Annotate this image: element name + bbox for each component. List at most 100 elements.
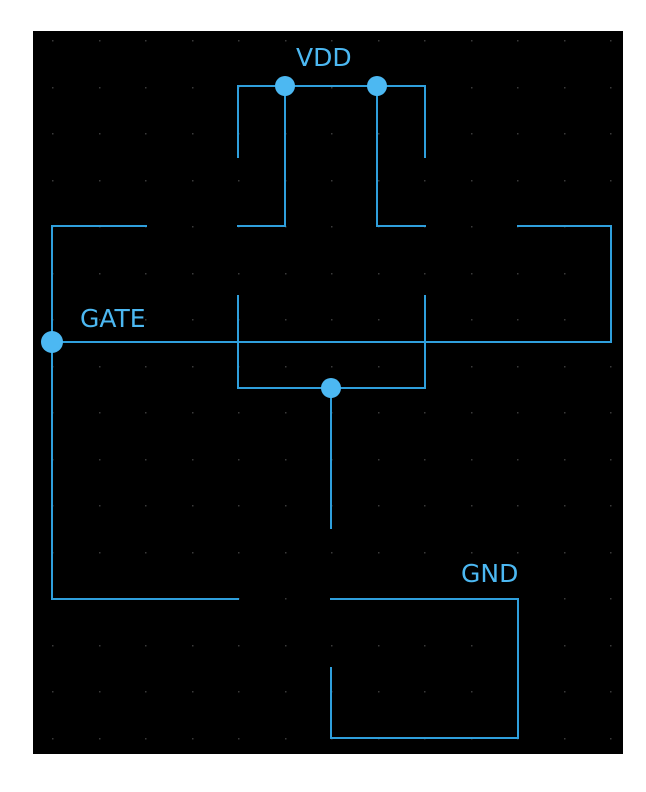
grid-dot [99, 273, 101, 275]
grid-dot [564, 366, 566, 368]
grid-dot [192, 319, 194, 321]
grid-dot [145, 552, 147, 554]
net-label-gnd[interactable]: GND [461, 559, 518, 588]
grid-dot [99, 180, 101, 182]
grid-dot [238, 645, 240, 647]
grid-dot [610, 412, 612, 414]
grid-dot [610, 40, 612, 42]
grid-dot [331, 180, 333, 182]
grid-dot [517, 87, 519, 89]
grid-dot [145, 319, 147, 321]
grid-dot [238, 738, 240, 740]
grid-dot [471, 319, 473, 321]
grid-dot [192, 738, 194, 740]
net-label-vdd[interactable]: VDD [296, 43, 352, 72]
grid-dot [331, 226, 333, 228]
grid-dot [99, 645, 101, 647]
grid-dot [378, 133, 380, 135]
grid-dot [564, 598, 566, 600]
wire-gnd-box[interactable] [330, 598, 519, 739]
grid-dot [564, 319, 566, 321]
grid-dot [517, 505, 519, 507]
grid-dot [471, 87, 473, 89]
grid-dot [52, 87, 54, 89]
grid-dot [424, 40, 426, 42]
grid-dot [192, 133, 194, 135]
grid-dot [192, 412, 194, 414]
grid-dot [238, 180, 240, 182]
grid-dot [610, 645, 612, 647]
grid-dot [285, 273, 287, 275]
grid-dot [610, 552, 612, 554]
junction-gate[interactable] [41, 331, 63, 353]
grid-dot [99, 366, 101, 368]
grid-dot [610, 738, 612, 740]
grid-dot [610, 459, 612, 461]
wire-right-drain-bracket[interactable] [376, 85, 426, 227]
wire-left-drain-bracket[interactable] [237, 85, 286, 227]
grid-dot [145, 738, 147, 740]
grid-dot [99, 87, 101, 89]
grid-dot [285, 552, 287, 554]
grid-dot [471, 412, 473, 414]
net-label-gate[interactable]: GATE [80, 304, 146, 333]
grid-dot [378, 645, 380, 647]
grid-dot [331, 645, 333, 647]
grid-dot [285, 319, 287, 321]
grid-dot [285, 412, 287, 414]
grid-dot [610, 598, 612, 600]
grid-dot [331, 133, 333, 135]
grid-dot [145, 691, 147, 693]
grid-dot [378, 180, 380, 182]
grid-dot [424, 273, 426, 275]
wire-vdd-bracket[interactable] [237, 85, 426, 158]
grid-dot [145, 133, 147, 135]
grid-dot [331, 319, 333, 321]
grid-dot [517, 40, 519, 42]
grid-dot [610, 87, 612, 89]
grid-dot [99, 738, 101, 740]
grid-dot [99, 459, 101, 461]
grid-dot [564, 691, 566, 693]
grid-dot [471, 273, 473, 275]
grid-dot [331, 87, 333, 89]
grid-dot [192, 552, 194, 554]
grid-dot [192, 226, 194, 228]
grid-dot [145, 366, 147, 368]
grid-dot [564, 459, 566, 461]
grid-dot [517, 319, 519, 321]
grid-dot [471, 691, 473, 693]
grid-dot [238, 459, 240, 461]
junction-center[interactable] [321, 378, 341, 398]
grid-dot [331, 366, 333, 368]
grid-dot [471, 226, 473, 228]
grid-dot [52, 133, 54, 135]
grid-dot [610, 133, 612, 135]
grid-dot [424, 459, 426, 461]
wire-right-gate-rail[interactable] [517, 225, 612, 343]
grid-dot [145, 180, 147, 182]
grid-dot [424, 412, 426, 414]
grid-dot [99, 505, 101, 507]
junction-vdd-right[interactable] [367, 76, 387, 96]
grid-dot [331, 40, 333, 42]
grid-dot [564, 412, 566, 414]
grid-dot [145, 40, 147, 42]
grid-dot [610, 505, 612, 507]
wire-left-gate-rail[interactable] [51, 225, 239, 600]
grid-dot [564, 40, 566, 42]
grid-dot [192, 87, 194, 89]
grid-dot [285, 645, 287, 647]
grid-dot [145, 87, 147, 89]
grid-dot [564, 87, 566, 89]
grid-dot [99, 552, 101, 554]
grid-dot [192, 273, 194, 275]
grid-dot [192, 40, 194, 42]
grid-dot [285, 366, 287, 368]
grid-dot [517, 412, 519, 414]
grid-dot [564, 273, 566, 275]
grid-dot [378, 691, 380, 693]
grid-dot [424, 552, 426, 554]
junction-vdd-left[interactable] [275, 76, 295, 96]
